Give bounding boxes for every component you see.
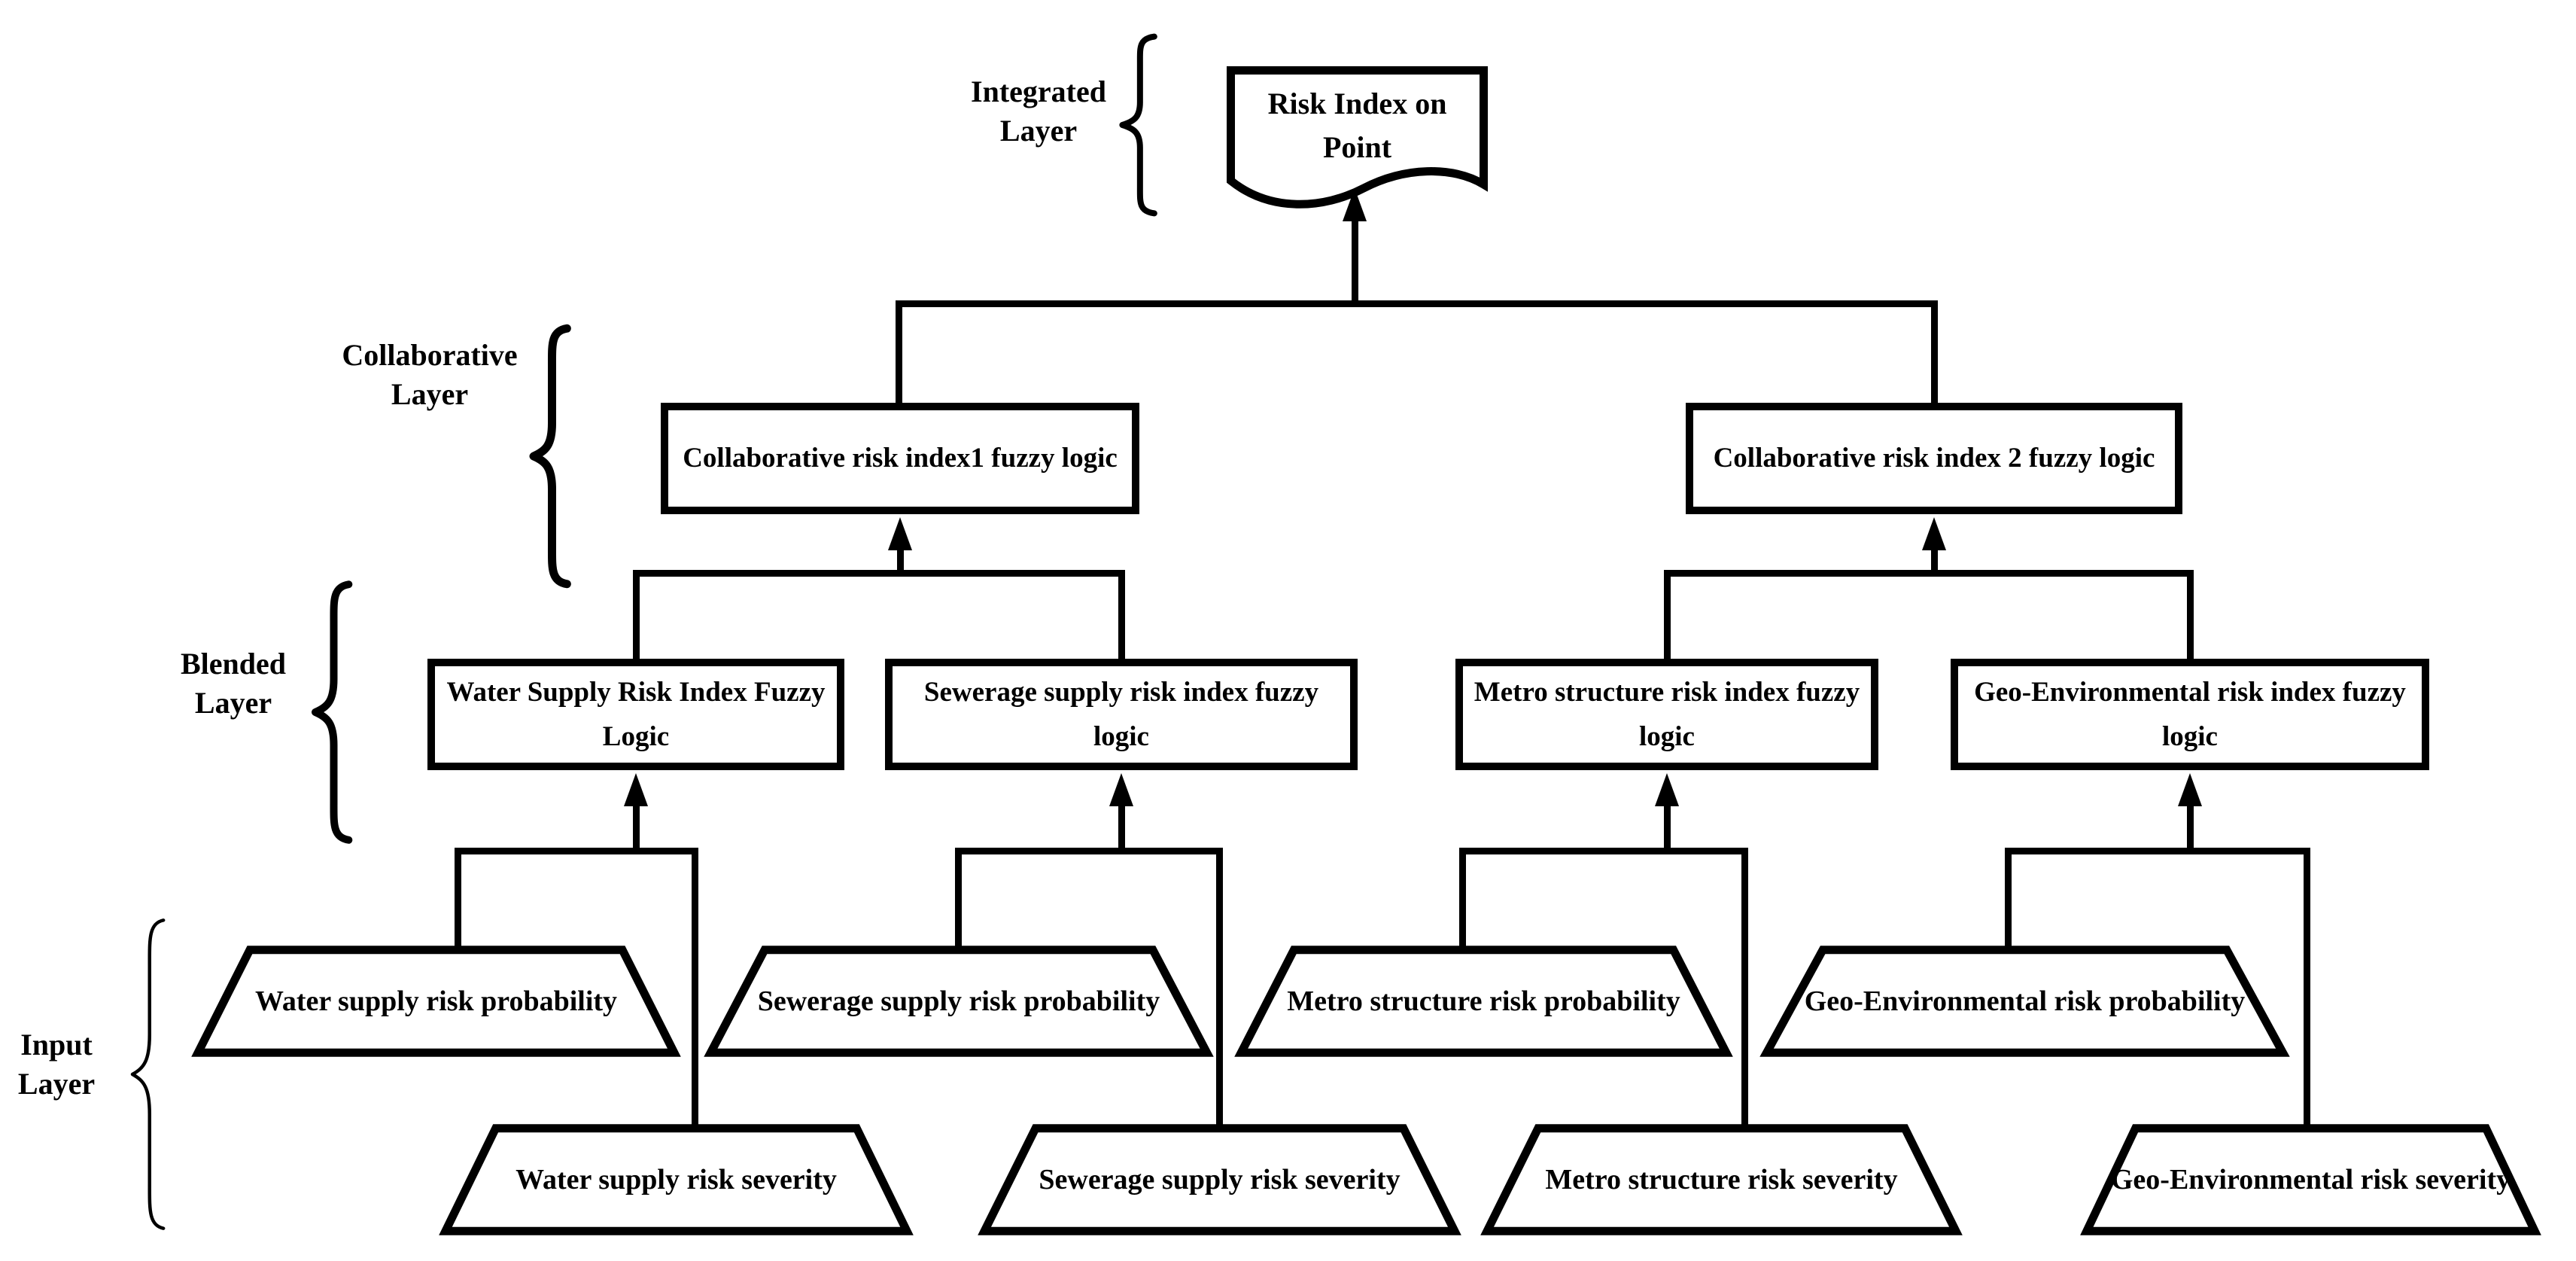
- trapezoid-outline-icon: [707, 945, 1211, 1058]
- connector-line: [2187, 803, 2194, 854]
- connector-line: [1352, 220, 1358, 303]
- input-node-label: Geo-Environmental risk severity: [2110, 1164, 2511, 1196]
- layer-label-line: Collaborative: [342, 338, 518, 372]
- blended-box-label: Geo-Environmental risk index fuzzy logic: [1974, 676, 2406, 752]
- connector-line: [1664, 570, 2194, 577]
- risk-index-label: Risk Index on Point: [1267, 87, 1447, 164]
- layer-label-collaborative: Collaborative Layer: [317, 336, 543, 414]
- layer-label-line: Layer: [999, 114, 1078, 148]
- arrowhead-icon: [888, 517, 912, 550]
- input-node-label: Metro structure risk probability: [1287, 985, 1680, 1017]
- layer-label-line: Layer: [17, 1067, 96, 1101]
- integrated-layer-brace-icon: [1112, 34, 1163, 216]
- blended-box-water: Water Supply Risk Index Fuzzy Logic: [427, 659, 844, 770]
- layer-label-line: Layer: [194, 686, 272, 720]
- blended-box-geo: Geo-Environmental risk index fuzzy logic: [1951, 659, 2429, 770]
- connector-line: [1741, 848, 1748, 1131]
- blended-layer-brace-icon: [305, 580, 357, 844]
- input-node-label: Sewerage supply risk probability: [757, 985, 1160, 1017]
- connector-line: [2187, 570, 2194, 666]
- arrowhead-icon: [1109, 773, 1133, 806]
- trapezoid-outline-icon: [981, 1123, 1458, 1236]
- connector-line: [1459, 848, 1748, 854]
- trapezoid-outline-icon: [1762, 945, 2287, 1058]
- connector-line: [1931, 300, 1938, 410]
- collaborative-layer-brace-icon: [523, 324, 576, 588]
- connector-line: [2005, 848, 2310, 854]
- input-trapezoid-geo-probability: Geo-Environmental risk probability: [1762, 945, 2287, 1058]
- collaborative-box-label: Collaborative risk index1 fuzzy logic: [683, 443, 1118, 474]
- blended-box-label: Sewerage supply risk index fuzzy logic: [923, 676, 1319, 752]
- input-node-label: Water supply risk probability: [254, 985, 618, 1017]
- layer-label-line: Input: [20, 1028, 93, 1061]
- arrowhead-icon: [1343, 188, 1367, 221]
- connector-line: [1216, 848, 1223, 1131]
- connector-line: [955, 848, 1223, 854]
- arrowhead-icon: [2178, 773, 2202, 806]
- trapezoid-outline-icon: [2083, 1123, 2538, 1236]
- connector-line: [633, 803, 640, 854]
- layer-label-integrated: Integrated Layer: [926, 72, 1151, 151]
- connector-line: [1931, 547, 1938, 577]
- connector-line: [1664, 803, 1671, 854]
- layer-label-line: Layer: [391, 377, 469, 411]
- input-node-label: Geo-Environmental risk probability: [1804, 985, 2246, 1017]
- arrowhead-icon: [624, 773, 648, 806]
- connector-line: [897, 547, 904, 577]
- layer-label-line: Integrated: [971, 75, 1106, 108]
- input-trapezoid-sewerage-severity: Sewerage supply risk severity: [981, 1123, 1458, 1236]
- trapezoid-outline-icon: [1483, 1123, 1960, 1236]
- connector-line: [633, 570, 640, 666]
- connector-line: [2005, 848, 2012, 953]
- blended-box-label: Metro structure risk index fuzzy logic: [1474, 676, 1860, 752]
- input-trapezoid-metro-probability: Metro structure risk probability: [1237, 945, 1730, 1058]
- blended-box-label: Water Supply Risk Index Fuzzy Logic: [446, 676, 826, 752]
- input-trapezoid-metro-severity: Metro structure risk severity: [1483, 1123, 1960, 1236]
- input-layer-brace-icon: [123, 915, 172, 1233]
- input-trapezoid-water-severity: Water supply risk severity: [442, 1123, 911, 1236]
- connector-line: [899, 300, 1938, 307]
- trapezoid-outline-icon: [194, 945, 678, 1058]
- connector-line: [455, 848, 461, 953]
- blended-box-metro: Metro structure risk index fuzzy logic: [1455, 659, 1878, 770]
- connector-line: [692, 848, 698, 1131]
- arrowhead-icon: [1655, 773, 1679, 806]
- trapezoid-outline-icon: [1237, 945, 1730, 1058]
- connector-line: [1664, 570, 1671, 666]
- input-trapezoid-sewerage-probability: Sewerage supply risk probability: [707, 945, 1211, 1058]
- input-node-label: Metro structure risk severity: [1545, 1164, 1898, 1196]
- connector-line: [1118, 570, 1125, 666]
- arrowhead-icon: [1922, 517, 1946, 550]
- layer-label-line: Blended: [180, 647, 287, 681]
- input-trapezoid-geo-severity: Geo-Environmental risk severity: [2083, 1123, 2538, 1236]
- connector-line: [955, 848, 962, 953]
- layer-label-input: Input Layer: [0, 1025, 113, 1104]
- connector-line: [1118, 803, 1125, 854]
- collaborative-box-label: Collaborative risk index 2 fuzzy logic: [1713, 443, 2155, 474]
- layer-label-blended: Blended Layer: [120, 644, 346, 723]
- trapezoid-outline-icon: [442, 1123, 911, 1236]
- blended-box-sewerage: Sewerage supply risk index fuzzy logic: [885, 659, 1358, 770]
- connector-line: [633, 570, 1125, 577]
- collaborative-box-1: Collaborative risk index1 fuzzy logic: [661, 403, 1139, 514]
- connector-line: [2304, 848, 2310, 1131]
- risk-index-document-shape: Risk Index on Point: [1227, 66, 1488, 213]
- connector-line: [896, 300, 902, 410]
- connector-line: [1459, 848, 1466, 953]
- input-trapezoid-water-probability: Water supply risk probability: [194, 945, 678, 1058]
- input-node-label: Water supply risk severity: [516, 1164, 837, 1196]
- connector-line: [455, 848, 698, 854]
- input-node-label: Sewerage supply risk severity: [1039, 1164, 1401, 1196]
- collaborative-box-2: Collaborative risk index 2 fuzzy logic: [1686, 403, 2182, 514]
